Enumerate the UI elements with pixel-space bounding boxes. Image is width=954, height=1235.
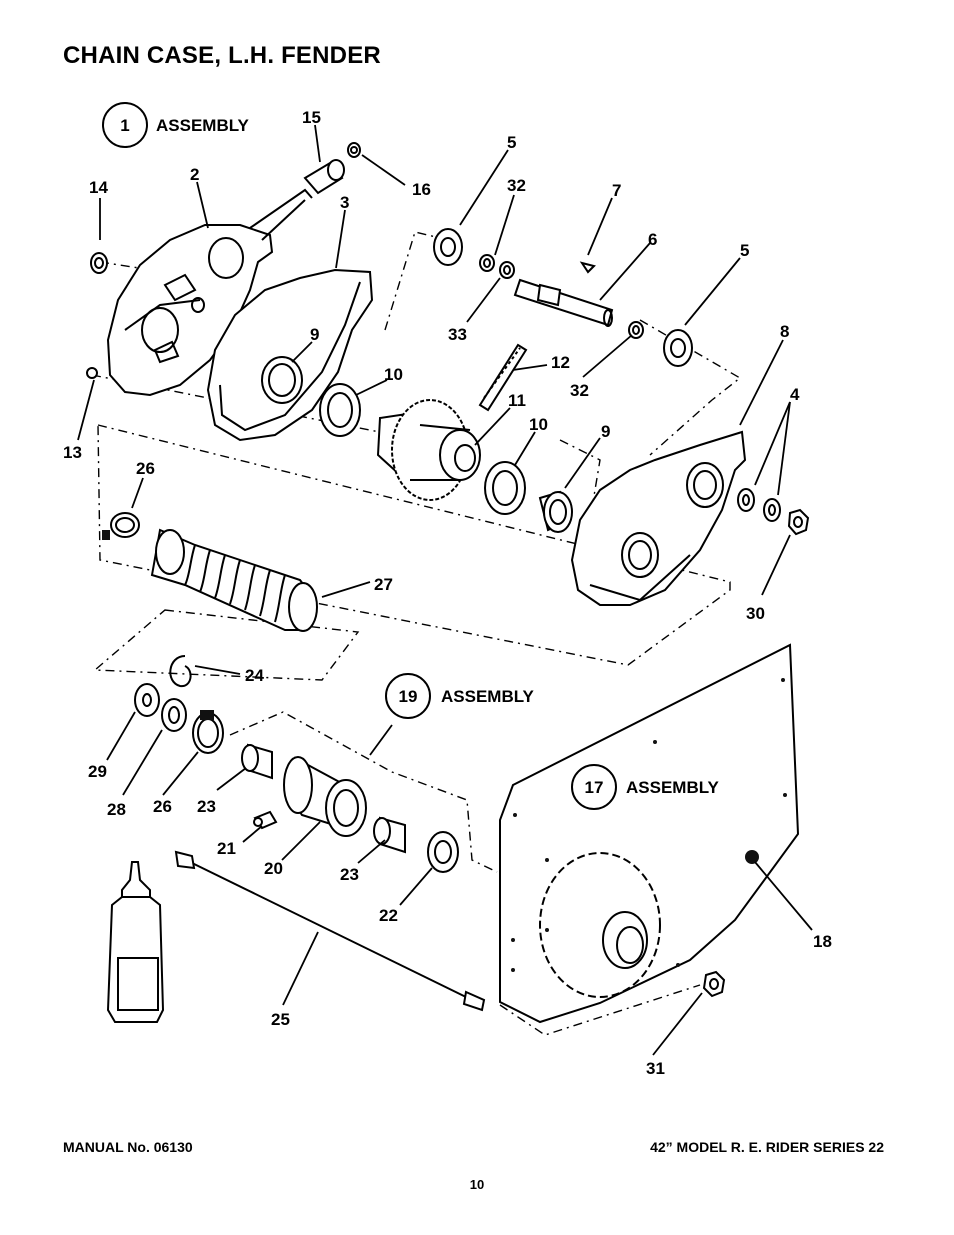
part-label: 9 bbox=[310, 325, 319, 344]
part-label: 22 bbox=[379, 906, 398, 925]
bearing-part-5-right bbox=[663, 329, 693, 367]
spacer-part-33 bbox=[499, 261, 515, 279]
page-title: CHAIN CASE, L.H. FENDER bbox=[63, 42, 381, 69]
part-label: 15 bbox=[302, 108, 321, 127]
assembly-label: ASSEMBLY bbox=[156, 116, 250, 135]
chain-part-12 bbox=[478, 343, 528, 412]
part-label: 10 bbox=[529, 415, 548, 434]
model-name: 42” MODEL R. E. RIDER SERIES 22 bbox=[650, 1139, 884, 1155]
fender-part-17 bbox=[499, 643, 800, 1024]
nut-part-31 bbox=[702, 970, 726, 998]
part-label: 25 bbox=[271, 1010, 290, 1029]
clamp-part-26-lower bbox=[192, 710, 224, 754]
assembly-callout-1: 1 ASSEMBLY bbox=[102, 102, 250, 148]
part-label: 6 bbox=[648, 230, 657, 249]
part-label: 20 bbox=[264, 859, 283, 878]
sprocket-part-11 bbox=[376, 399, 481, 501]
bearing-part-10-upper bbox=[319, 383, 361, 437]
chain-case-half-part-2 bbox=[106, 188, 313, 397]
part-label: 27 bbox=[374, 575, 393, 594]
assembly-number: 1 bbox=[120, 116, 129, 135]
part-label: 16 bbox=[412, 180, 431, 199]
part-label: 10 bbox=[384, 365, 403, 384]
screw-part-13 bbox=[86, 367, 98, 379]
part-label: 26 bbox=[136, 459, 155, 478]
part-label: 32 bbox=[507, 176, 526, 195]
washer-part-32-left bbox=[479, 254, 495, 272]
lubricant-bottle bbox=[106, 861, 165, 1023]
washer-part-32-right bbox=[628, 321, 644, 339]
bushing-part-23-left bbox=[241, 743, 273, 780]
rod-part-25 bbox=[174, 850, 486, 1012]
part-label: 7 bbox=[612, 181, 621, 200]
assembly-number: 19 bbox=[399, 687, 418, 706]
part-label: 5 bbox=[740, 241, 749, 260]
part-label: 12 bbox=[551, 353, 570, 372]
part-label: 11 bbox=[508, 391, 526, 410]
part-label: 26 bbox=[153, 797, 172, 816]
boot-part-27 bbox=[150, 528, 318, 632]
bushing-part-23-right bbox=[373, 816, 406, 854]
seal-part-22 bbox=[427, 831, 459, 873]
assembly-callout-17: 17 ASSEMBLY bbox=[571, 764, 720, 810]
washer-part-4-b bbox=[763, 498, 781, 522]
key-part-7 bbox=[579, 261, 596, 274]
shaft-part-6 bbox=[513, 278, 614, 327]
chain-case-half-part-8 bbox=[570, 430, 747, 606]
sleeve-part-15 bbox=[303, 159, 345, 195]
manual-number: MANUAL No. 06130 bbox=[63, 1139, 193, 1155]
part-label: 3 bbox=[340, 193, 349, 212]
part-label: 23 bbox=[197, 797, 216, 816]
part-label: 31 bbox=[646, 1059, 665, 1078]
washer-part-29 bbox=[134, 683, 160, 717]
nut-part-16 bbox=[347, 142, 361, 158]
clamp-part-26-upper bbox=[102, 512, 140, 540]
gasket-part-3 bbox=[206, 268, 374, 442]
part-label: 18 bbox=[813, 932, 832, 951]
leader-lines bbox=[77, 124, 813, 1056]
assembly-callout-19: 19 ASSEMBLY bbox=[385, 673, 535, 719]
part-label: 14 bbox=[89, 178, 108, 197]
bearing-part-5-left bbox=[433, 228, 463, 266]
part-label: 21 bbox=[217, 839, 236, 858]
clip-part-24 bbox=[169, 655, 192, 688]
housing-part-20 bbox=[283, 756, 367, 837]
part-label: 30 bbox=[746, 604, 765, 623]
part-label: 4 bbox=[790, 385, 800, 404]
part-label: 23 bbox=[340, 865, 359, 884]
page-number: 10 bbox=[469, 1177, 485, 1192]
part-number-labels: 15 16 5 32 7 6 5 14 2 3 9 33 12 32 8 4 1… bbox=[63, 108, 832, 1078]
part-label: 13 bbox=[63, 443, 82, 462]
part-label: 33 bbox=[448, 325, 467, 344]
nut-part-30 bbox=[787, 508, 810, 536]
part-label: 24 bbox=[245, 666, 264, 685]
grease-fitting-part-21 bbox=[253, 810, 278, 830]
part-label: 2 bbox=[190, 165, 199, 184]
needle-bearing-part-9 bbox=[538, 490, 573, 533]
assembly-number: 17 bbox=[585, 778, 604, 797]
washer-part-28 bbox=[161, 698, 187, 732]
part-label: 32 bbox=[570, 381, 589, 400]
part-label: 28 bbox=[107, 800, 126, 819]
part-label: 8 bbox=[780, 322, 789, 341]
seal-part-14 bbox=[90, 252, 108, 274]
part-label: 5 bbox=[507, 133, 516, 152]
assembly-label: ASSEMBLY bbox=[441, 687, 535, 706]
washer-part-4-a bbox=[737, 488, 755, 512]
assembly-label: ASSEMBLY bbox=[626, 778, 720, 797]
part-label: 29 bbox=[88, 762, 107, 781]
bearing-part-10-lower bbox=[484, 461, 526, 515]
part-label: 9 bbox=[601, 422, 610, 441]
